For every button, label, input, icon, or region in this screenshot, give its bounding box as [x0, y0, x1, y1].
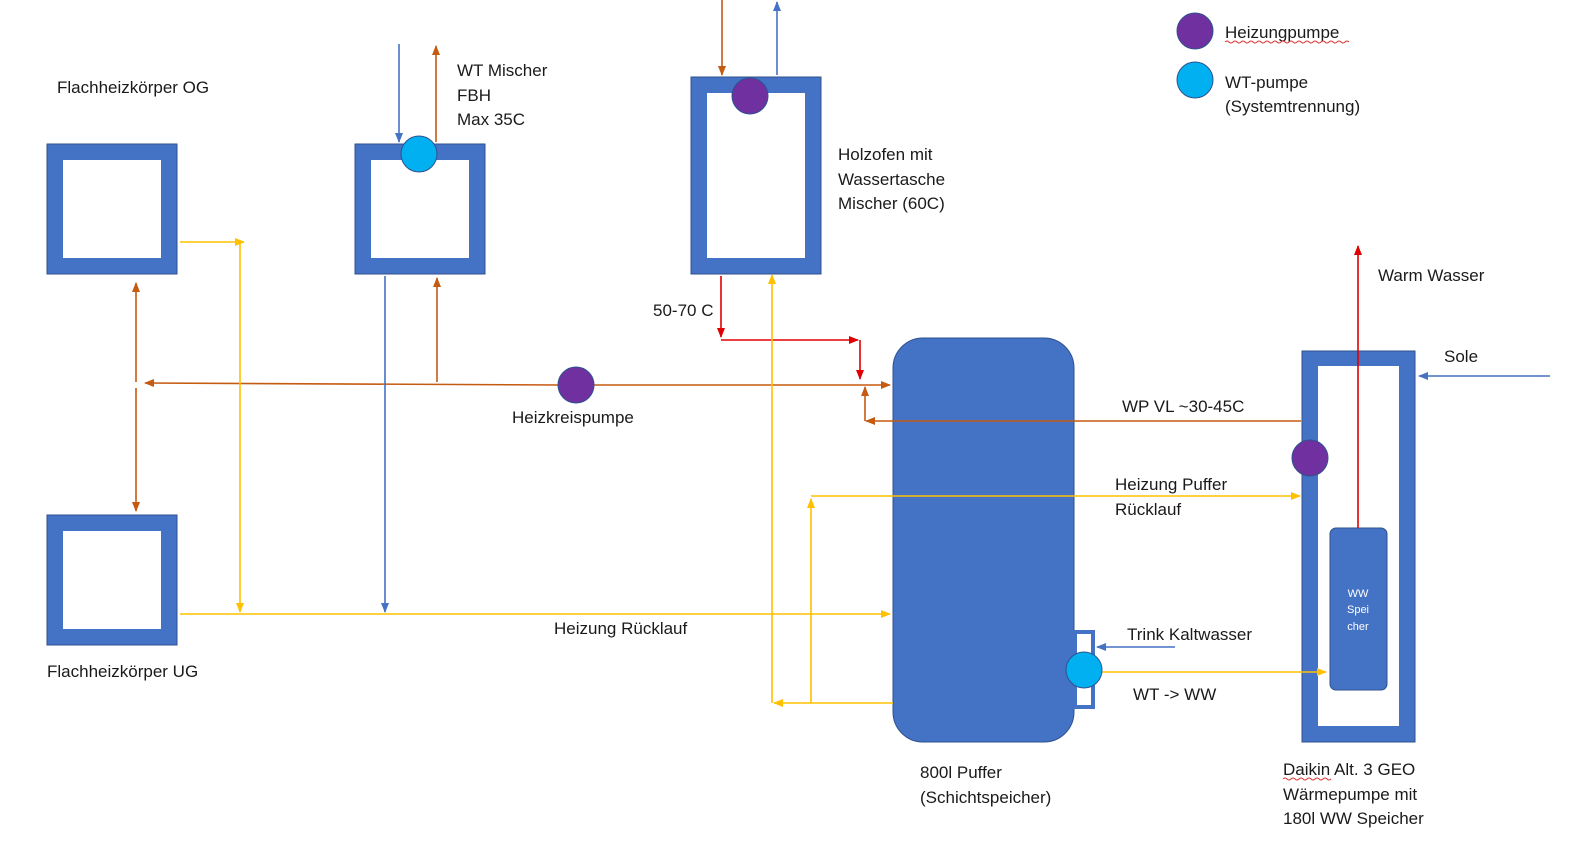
puffer-tank — [892, 337, 1075, 743]
flachheizkoerper-ug-box — [46, 514, 178, 646]
heizkreispumpe-icon — [557, 366, 595, 404]
warm-wasser-label: Warm Wasser — [1378, 266, 1485, 285]
daikin-waermepumpe-label: Wärmepumpe mit — [1283, 785, 1417, 804]
ww-speicher-label-1: WW — [1348, 588, 1369, 600]
sole-label: Sole — [1444, 347, 1478, 366]
heizung-puffer-ruecklauf-label: Rücklauf — [1115, 500, 1181, 519]
puffer-label: 800l Puffer — [920, 763, 1002, 782]
heizkreispumpe-label: Heizkreispumpe — [512, 408, 634, 427]
puffer-sublabel: (Schichtspeicher) — [920, 788, 1051, 807]
wt-pumpe-legend-icon — [1176, 61, 1214, 99]
wt-mischer-pump-icon — [400, 135, 438, 173]
holzofen-pump-icon — [731, 77, 769, 115]
wp-vl-label: WP VL ~30-45C — [1122, 397, 1244, 416]
orange-pipes — [132, 0, 1301, 512]
flachheizkoerper-og-box — [46, 143, 178, 275]
flachheizkoerper-ug-label: Flachheizkörper UG — [47, 662, 198, 681]
holzofen-mischer-label: Mischer (60C) — [838, 194, 945, 213]
ww-speicher-label-2: Spei — [1347, 604, 1369, 616]
daikin-speicher-label: 180l WW Speicher — [1283, 809, 1424, 828]
legend-wt-pumpe-sublabel: (Systemtrennung) — [1225, 97, 1360, 116]
wt-mischer-max-label: Max 35C — [457, 110, 525, 129]
daikin-pump-icon — [1291, 439, 1329, 477]
yellow-pipes — [180, 238, 1327, 707]
daikin-label: Daikin Alt. 3 GEO — [1283, 760, 1415, 779]
holzofen-wassertasche-label: Wassertasche — [838, 170, 945, 189]
legend-wt-pumpe-label: WT-pumpe — [1225, 73, 1308, 92]
holzofen-label: Holzofen mit — [838, 145, 933, 164]
legend-heizungpumpe-label: Heizungpumpe — [1225, 23, 1339, 42]
ww-transfer-pump-icon — [1065, 651, 1103, 689]
heizungpumpe-legend-icon — [1176, 12, 1214, 50]
wt-ww-label: WT -> WW — [1133, 685, 1216, 704]
blue-pipes — [381, 1, 1550, 651]
heizung-ruecklauf-label: Heizung Rücklauf — [554, 619, 688, 638]
trink-kaltwasser-label: Trink Kaltwasser — [1127, 625, 1252, 644]
flachheizkoerper-og-label: Flachheizkörper OG — [57, 78, 209, 97]
wt-mischer-label: WT Mischer — [457, 61, 548, 80]
red-pipes — [717, 245, 1362, 528]
temperature-50-70-label: 50-70 C — [653, 301, 713, 320]
wt-mischer-fbh-label: FBH — [457, 86, 491, 105]
heizung-puffer-label: Heizung Puffer — [1115, 475, 1227, 494]
spellcheck-underline — [1282, 777, 1332, 781]
spellcheck-underline — [1224, 40, 1350, 44]
ww-speicher-label-3: cher — [1347, 621, 1369, 633]
